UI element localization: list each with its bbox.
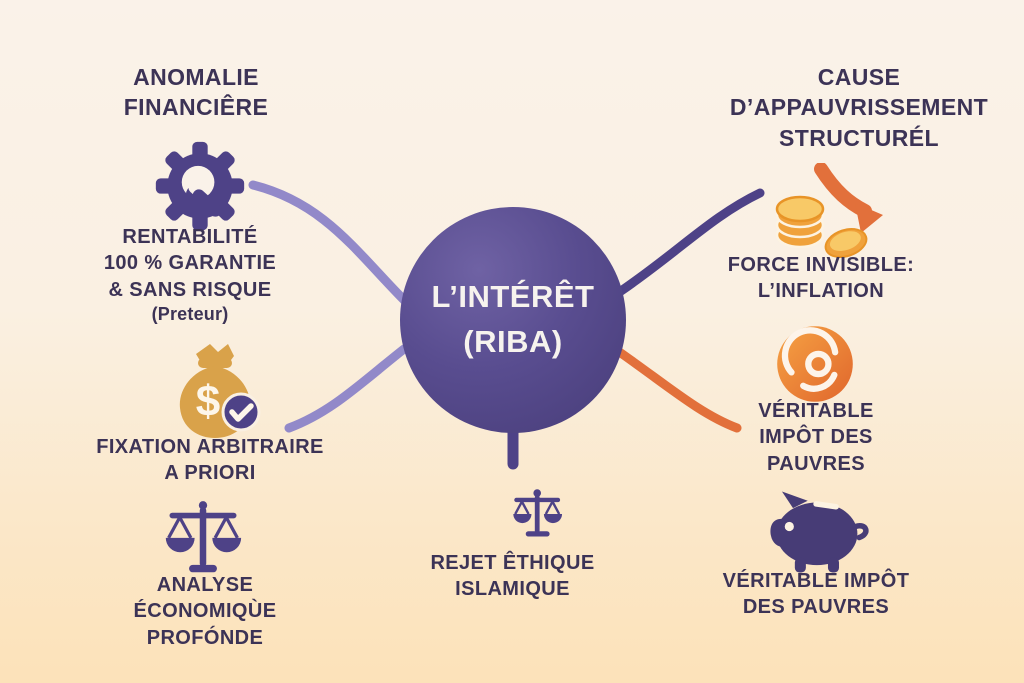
label-line: PROFÓNDE	[146, 626, 264, 649]
label-line: VÉRITABLE IMPÔT	[722, 570, 910, 592]
falling-coins-icon	[763, 163, 885, 261]
label-line: FORCE INVISIBLE:	[727, 254, 915, 276]
label-line: PAUVRES	[766, 452, 865, 475]
left-branch-heading: ANOMALIE FINANCIÊRE	[36, 62, 356, 123]
svg-text:$: $	[196, 377, 220, 426]
right-branch-heading: CAUSE D’APPAUVRISSEMENT STRUCTURÉL	[698, 62, 1020, 153]
heading-line: ANOMALIE	[133, 64, 259, 90]
label-line: (Preteur)	[151, 304, 229, 325]
label-line: ISLAMIQUE	[455, 578, 570, 601]
piggy-bank-icon	[756, 486, 876, 578]
money-bag-check-icon: $	[158, 340, 270, 444]
heading-line: CAUSE	[817, 64, 901, 90]
heading-line: STRUCTURÉL	[779, 124, 939, 151]
center-node: L’INTÉRÊT (RIBA)	[400, 207, 626, 433]
branch-label-rejet: REJET ÊTHIQUE ISLAMIQUE	[370, 550, 655, 603]
branch-label-rentabilite: RENTABILITÉ 100 % GARANTIE & SANS RISQUE…	[30, 224, 350, 327]
label-line: REJET ÊTHIQUE	[430, 552, 595, 574]
heading-line: FINANCIÊRE	[123, 94, 269, 121]
branch-label-impot-1: VÉRITABLE IMPÔT DES PAUVRES	[685, 398, 947, 477]
label-line: A PRIORI	[164, 462, 256, 485]
balance-scale-icon	[156, 496, 250, 576]
label-line: FIXATION ARBITRAIRE	[96, 436, 324, 458]
label-line: IMPÔT DES	[759, 426, 873, 449]
branch-label-impot-2: VÉRITABLE IMPÔT DES PAUVRES	[675, 568, 957, 621]
label-line: ÉCONOMIQÙE	[133, 600, 277, 623]
label-line: RENTABILITÉ	[122, 226, 258, 248]
center-title-line: L’INTÉRÊT	[431, 279, 595, 315]
label-line: DES PAUVRES	[742, 596, 890, 619]
label-line: 100 % GARANTIE	[103, 252, 277, 275]
label-line: & SANS RISQUE	[108, 278, 272, 301]
gear-wrench-icon	[152, 138, 248, 234]
branch-label-analyse: ANALYSE ÉCONOMIQÙE PROFÓNDE	[45, 572, 365, 651]
label-line: L’INFLATION	[757, 280, 885, 303]
branch-label-inflation: FORCE INVISIBLE: L’INFLATION	[690, 252, 952, 305]
spiral-target-icon	[773, 322, 857, 406]
heading-line: D’APPAUVRISSEMENT	[729, 94, 989, 121]
crescent-scale-icon	[466, 472, 574, 558]
label-line: ANALYSE	[156, 574, 254, 596]
center-title-line: (RIBA)	[463, 324, 563, 359]
label-line: VÉRITABLE	[758, 400, 874, 422]
branch-label-fixation: FIXATION ARBITRAIRE A PRIORI	[40, 434, 380, 487]
